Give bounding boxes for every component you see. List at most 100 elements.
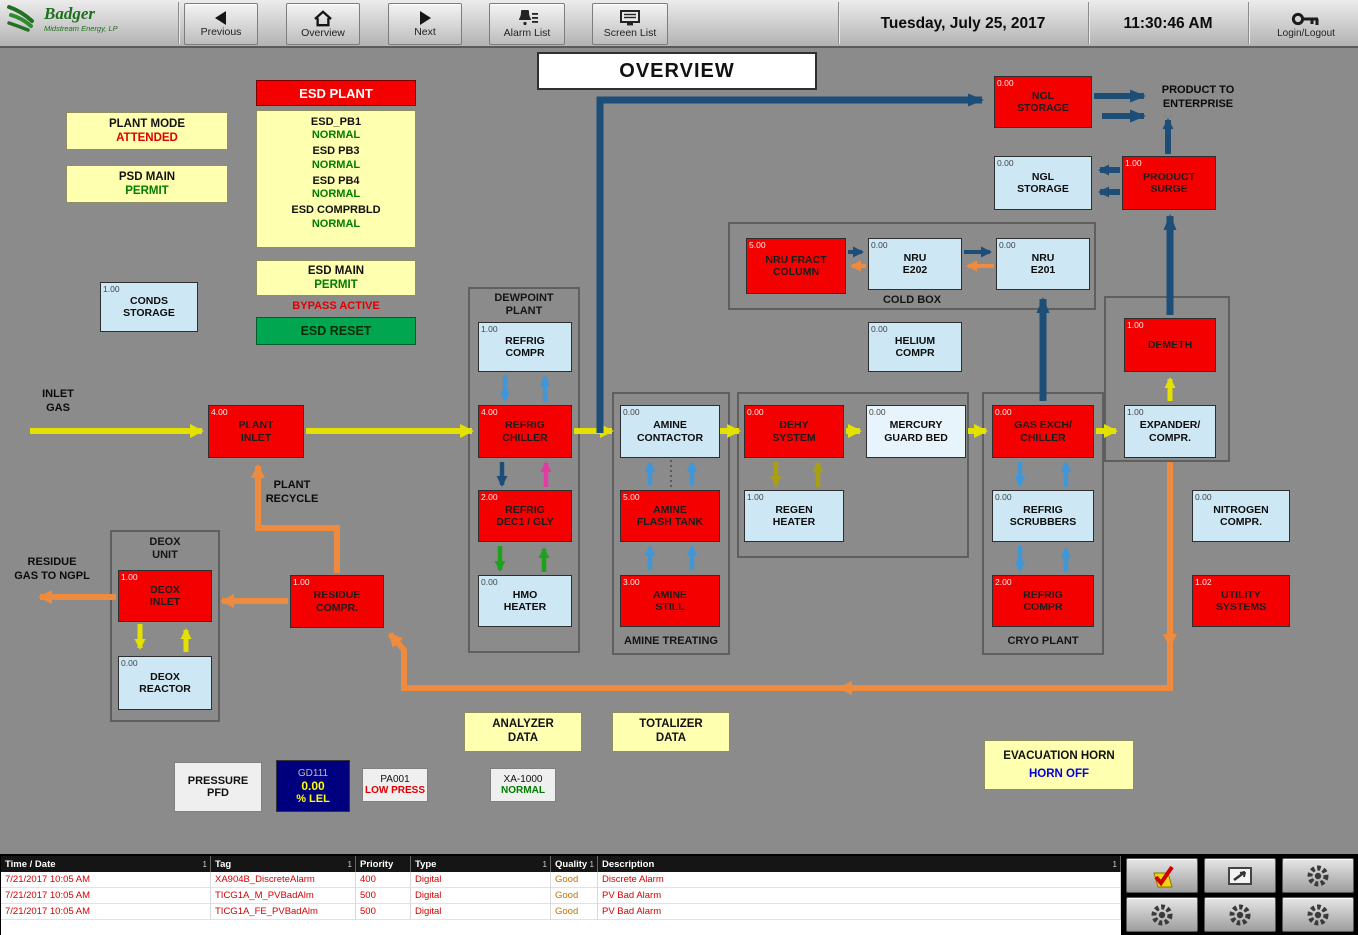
xa1000-tag: XA-1000 (503, 774, 543, 785)
block-tag: 0.00 (121, 658, 138, 668)
block-hmo-heater[interactable]: 0.00 HMO HEATER (478, 575, 572, 627)
alarm-cell: Digital (411, 872, 551, 888)
amine-treating-label: AMINE TREATING (624, 634, 718, 647)
block-refrig-compr-dewpoint[interactable]: 1.00 REFRIG COMPR (478, 322, 572, 372)
block-label: REFRIG COMPR (1023, 588, 1063, 613)
esd-reset-button[interactable]: ESD RESET (256, 317, 416, 345)
block-residue-compr[interactable]: 1.00 RESIDUE COMPR. (290, 575, 384, 628)
plant-recycle-label: PLANT RECYCLE (265, 479, 319, 505)
login-logout-button[interactable]: Login/Logout (1258, 2, 1354, 46)
settings-button-2[interactable] (1126, 897, 1198, 932)
settings-button-1[interactable] (1282, 858, 1354, 893)
block-tag: 0.00 (869, 407, 886, 417)
pressure-pfd-button[interactable]: PRESSURE PFD (174, 762, 262, 812)
block-gas-exch-chiller[interactable]: 0.00 GAS EXCH/ CHILLER (992, 405, 1094, 458)
esd-item-status: NORMAL (311, 158, 361, 171)
esd-item: ESD PB4 NORMAL (257, 174, 415, 201)
block-refrig-dec1-gly[interactable]: 2.00 REFRIG DEC1 / GLY (478, 490, 572, 542)
alarm-cell: 400 (356, 872, 411, 888)
block-tag: 0.00 (1195, 492, 1212, 502)
alarm-list-label: Alarm List (503, 26, 551, 39)
overview-label: Overview (301, 26, 345, 39)
block-ngl-storage[interactable]: 0.00 NGL STORAGE (994, 156, 1092, 210)
block-ngl-storage-alarm[interactable]: 0.00 NGL STORAGE (994, 76, 1092, 128)
block-helium-compr[interactable]: 0.00 HELIUM COMPR (868, 322, 962, 372)
analyzer-data-button[interactable]: ANALYZER DATA (464, 712, 582, 752)
alarm-cell: TICG1A_FE_PVBadAlm (211, 904, 356, 920)
block-label: REGEN HEATER (772, 503, 816, 528)
gd111-gas-detector[interactable]: GD111 0.00 % LEL (276, 760, 350, 812)
block-label: HELIUM COMPR (894, 334, 936, 359)
block-refrig-compr-cryo[interactable]: 2.00 REFRIG COMPR (992, 575, 1094, 627)
screen-list-label: Screen List (603, 27, 657, 39)
block-label: NGL STORAGE (1017, 170, 1069, 195)
block-regen-heater[interactable]: 1.00 REGEN HEATER (744, 490, 844, 542)
pa001-indicator[interactable]: PA001 LOW PRESS (362, 768, 428, 802)
block-label: AMINE FLASH TANK (636, 503, 704, 528)
esd-item: ESD COMPRBLD NORMAL (257, 203, 415, 230)
alarm-row[interactable]: 7/21/2017 10:05 AM TICG1A_FE_PVBadAlm 50… (1, 904, 1121, 920)
totalizer-data-button[interactable]: TOTALIZER DATA (612, 712, 730, 752)
toolbar-divider (1248, 2, 1249, 44)
block-tag: 1.00 (103, 284, 120, 294)
toolbar-divider (178, 2, 179, 44)
red-check-icon (1153, 865, 1174, 887)
block-label: AMINE STILL (653, 588, 687, 613)
screen-list-button[interactable]: Screen List (592, 3, 668, 45)
cryo-plant-label: CRYO PLANT (1007, 634, 1079, 647)
block-demeth[interactable]: 1.00 DEMETH (1124, 318, 1216, 372)
block-label: CONDS STORAGE (123, 294, 175, 319)
block-product-surge[interactable]: 1.00 PRODUCT SURGE (1122, 156, 1216, 210)
alarm-row[interactable]: 7/21/2017 10:05 AM TICG1A_M_PVBadAlm 500… (1, 888, 1121, 904)
alarm-summary-button[interactable] (1204, 858, 1276, 893)
block-nru-e201[interactable]: 0.00 NRU E201 (996, 238, 1090, 290)
esd-item-status: NORMAL (311, 188, 361, 201)
settings-button-4[interactable] (1282, 897, 1354, 932)
alarm-cell: Good (551, 904, 598, 920)
alarm-row[interactable]: 7/21/2017 10:05 AM XA904B_DiscreteAlarm … (1, 872, 1121, 888)
block-amine-still[interactable]: 3.00 AMINE STILL (620, 575, 720, 627)
block-refrig-chiller[interactable]: 4.00 REFRIG CHILLER (478, 405, 572, 458)
alarm-list-button[interactable]: Alarm List (489, 3, 565, 45)
block-utility-systems[interactable]: 1.02 UTILITY SYSTEMS (1192, 575, 1290, 627)
sort-badge: 1 (202, 859, 207, 869)
next-label: Next (414, 26, 436, 38)
block-deox-reactor[interactable]: 0.00 DEOX REACTOR (118, 656, 212, 710)
block-label: EXPANDER/ COMPR. (1139, 419, 1201, 444)
overview-button[interactable]: Overview (286, 3, 360, 45)
block-plant-inlet[interactable]: 4.00 PLANT INLET (208, 405, 304, 458)
block-mercury-guard-bed[interactable]: 0.00 MERCURY GUARD BED (866, 405, 966, 458)
block-tag: 1.00 (1127, 407, 1144, 417)
block-conds-storage[interactable]: 1.00 CONDS STORAGE (100, 282, 198, 332)
date-display: Tuesday, July 25, 2017 (880, 15, 1046, 32)
block-label: MERCURY GUARD BED (884, 419, 948, 444)
xa1000-indicator[interactable]: XA-1000 NORMAL (490, 768, 556, 802)
block-amine-contactor[interactable]: 0.00 AMINE CONTACTOR (620, 405, 720, 458)
column-header-priority[interactable]: Priority (356, 856, 411, 872)
settings-button-3[interactable] (1204, 897, 1276, 932)
block-tag: 4.00 (211, 407, 228, 417)
block-deox-inlet[interactable]: 1.00 DEOX INLET (118, 570, 212, 622)
block-nru-e202[interactable]: 0.00 NRU E202 (868, 238, 962, 290)
block-expander-compr[interactable]: 1.00 EXPANDER/ COMPR. (1124, 405, 1216, 458)
block-nru-fract-column[interactable]: 5.00 NRU FRACT COLUMN (746, 238, 846, 294)
next-button[interactable]: Next (388, 3, 462, 45)
evacuation-horn-panel[interactable]: EVACUATION HORN HORN OFF (984, 740, 1134, 790)
block-tag: 0.00 (871, 240, 888, 250)
block-dehy-system[interactable]: 0.00 DEHY SYSTEM (744, 405, 844, 458)
alarm-ack-button[interactable] (1126, 858, 1198, 893)
esd-item: ESD PB3 NORMAL (257, 144, 415, 171)
login-logout-label: Login/Logout (1277, 27, 1335, 39)
block-tag: 1.00 (293, 577, 310, 587)
block-nitrogen-compr[interactable]: 0.00 NITROGEN COMPR. (1192, 490, 1290, 542)
block-refrig-scrubbers[interactable]: 0.00 REFRIG SCRUBBERS (992, 490, 1094, 542)
previous-button[interactable]: Previous (184, 3, 258, 45)
block-amine-flash-tank[interactable]: 5.00 AMINE FLASH TANK (620, 490, 720, 542)
